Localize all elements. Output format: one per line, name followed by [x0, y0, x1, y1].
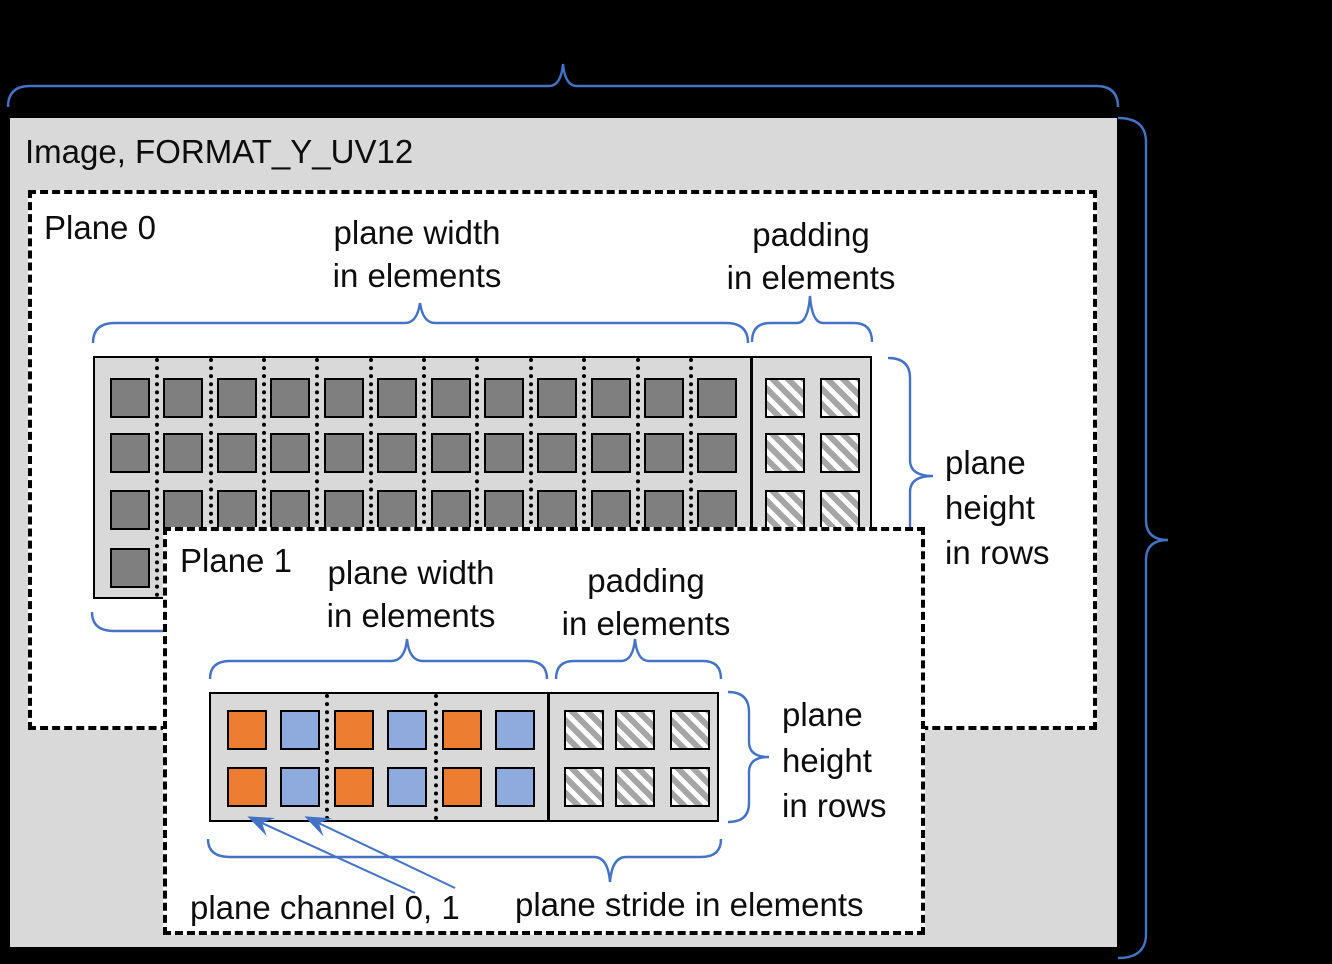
- padding-square: [820, 490, 860, 530]
- plane1-stride-label: plane stride in elements: [515, 886, 864, 923]
- element-square: [484, 433, 524, 473]
- padding-square: [765, 433, 805, 473]
- element-square: [431, 378, 471, 418]
- element-square: [217, 433, 257, 473]
- element-square: [537, 378, 577, 418]
- element-square: [484, 378, 524, 418]
- element-square: [110, 490, 150, 530]
- element-square: [644, 433, 684, 473]
- element-square: [591, 433, 631, 473]
- element-square: [110, 378, 150, 418]
- image-width-brace: [6, 63, 1120, 108]
- padding-square: [670, 767, 710, 807]
- element-square: [334, 710, 374, 750]
- element-separator-dotted: [689, 358, 693, 597]
- element-separator-dotted: [529, 358, 533, 597]
- element-square: [163, 378, 203, 418]
- plane1-grid: [209, 692, 719, 822]
- element-separator-dotted: [325, 694, 329, 820]
- element-square: [217, 490, 257, 530]
- element-separator-dotted: [636, 358, 640, 597]
- element-square: [591, 378, 631, 418]
- plane1-channel-label: plane channel 0, 1: [190, 889, 460, 926]
- element-square: [644, 378, 684, 418]
- element-separator-dotted: [434, 694, 438, 820]
- element-separator-dotted: [315, 358, 319, 597]
- element-square: [495, 710, 535, 750]
- element-square: [484, 490, 524, 530]
- element-square: [442, 710, 482, 750]
- element-square: [163, 490, 203, 530]
- element-square: [697, 433, 737, 473]
- padding-square: [765, 378, 805, 418]
- element-square: [644, 490, 684, 530]
- element-square: [227, 710, 267, 750]
- padding-square: [765, 490, 805, 530]
- element-square: [387, 710, 427, 750]
- element-square: [442, 767, 482, 807]
- image-format-title: Image, FORMAT_Y_UV12: [25, 133, 414, 170]
- padding-square: [670, 710, 710, 750]
- element-square: [431, 490, 471, 530]
- element-square: [324, 378, 364, 418]
- data-padding-separator: [547, 694, 550, 820]
- padding-square: [820, 433, 860, 473]
- element-square: [537, 490, 577, 530]
- plane0-label: Plane 0: [44, 209, 156, 246]
- element-square: [324, 433, 364, 473]
- element-square: [110, 433, 150, 473]
- element-square: [163, 433, 203, 473]
- element-square: [697, 378, 737, 418]
- element-square: [324, 490, 364, 530]
- plane1-label: Plane 1: [180, 542, 292, 579]
- element-square: [537, 433, 577, 473]
- padding-square: [615, 767, 655, 807]
- element-square: [387, 767, 427, 807]
- element-separator-dotted: [369, 358, 373, 597]
- padding-square: [564, 710, 604, 750]
- data-padding-separator: [750, 358, 753, 597]
- element-square: [377, 378, 417, 418]
- element-square: [431, 433, 471, 473]
- padding-square: [820, 378, 860, 418]
- element-square: [591, 490, 631, 530]
- element-square: [377, 433, 417, 473]
- element-separator-dotted: [475, 358, 479, 597]
- element-separator-dotted: [582, 358, 586, 597]
- element-square: [270, 490, 310, 530]
- element-separator-dotted: [155, 358, 159, 597]
- element-square: [334, 767, 374, 807]
- element-square: [110, 548, 150, 588]
- element-separator-dotted: [262, 358, 266, 597]
- element-square: [270, 378, 310, 418]
- element-square: [495, 767, 535, 807]
- element-square: [270, 433, 310, 473]
- padding-square: [564, 767, 604, 807]
- image-height-brace: [1117, 116, 1169, 960]
- element-square: [697, 490, 737, 530]
- element-square: [280, 710, 320, 750]
- padding-square: [615, 710, 655, 750]
- element-square: [217, 378, 257, 418]
- element-square: [280, 767, 320, 807]
- element-separator-dotted: [209, 358, 213, 597]
- element-square: [377, 490, 417, 530]
- element-square: [227, 767, 267, 807]
- element-separator-dotted: [422, 358, 426, 597]
